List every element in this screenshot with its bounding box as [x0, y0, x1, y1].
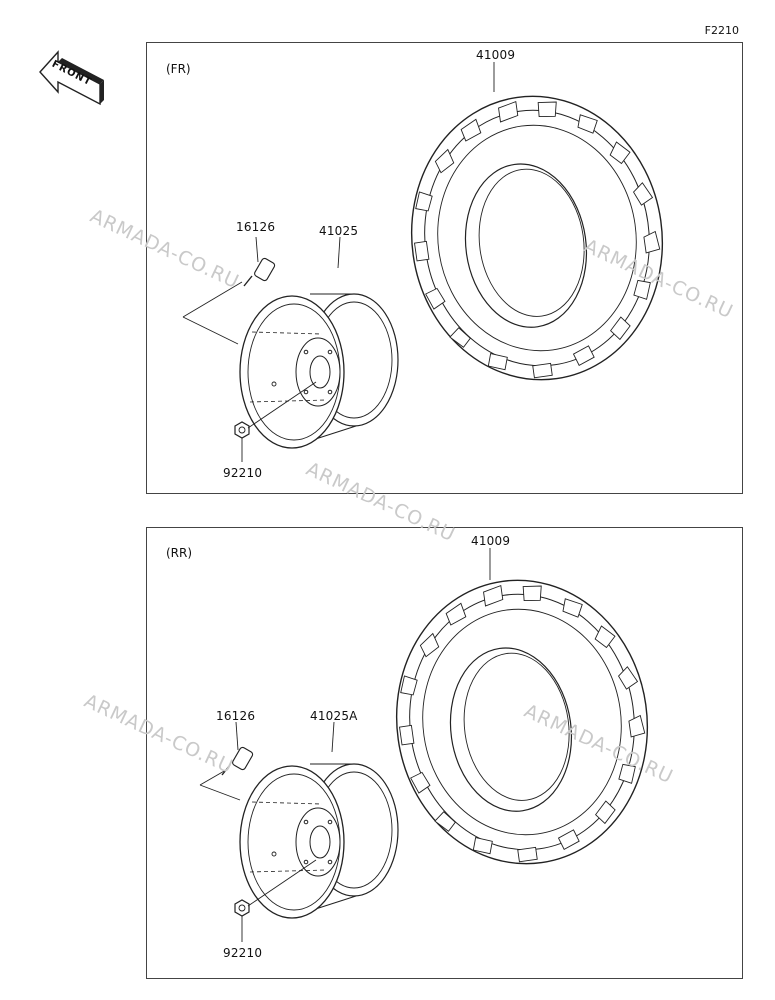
fr-tire-drawing: [392, 79, 682, 397]
fr-leader-lines: [182, 62, 495, 462]
fr-nut-part-number: 92210: [223, 466, 263, 480]
fr-nut-drawing: [234, 421, 250, 439]
rr-wheel-part-number: 41025A: [310, 709, 358, 723]
fr-tire-part-number: 41009: [476, 48, 516, 62]
rr-valve-part-number: 16126: [216, 709, 256, 723]
rr-panel-tag: (RR): [166, 546, 193, 560]
fr-panel-tag: (FR): [166, 62, 191, 76]
rear-wheel-panel: [146, 527, 743, 979]
fr-valve-part-number: 16126: [236, 220, 276, 234]
front-wheel-panel: [146, 42, 743, 494]
fr-wheel-drawing: [239, 293, 399, 449]
rr-nut-drawing: [234, 899, 250, 917]
fr-valve-drawing: [243, 256, 277, 287]
rr-leader-lines: [199, 548, 491, 942]
rr-tire-drawing: [377, 563, 667, 881]
rr-tire-part-number: 41009: [471, 534, 511, 548]
figure-code: F2210: [704, 24, 739, 37]
fr-wheel-part-number: 41025: [319, 224, 359, 238]
rr-nut-part-number: 92210: [223, 946, 263, 960]
front-arrow-icon: [39, 50, 104, 106]
